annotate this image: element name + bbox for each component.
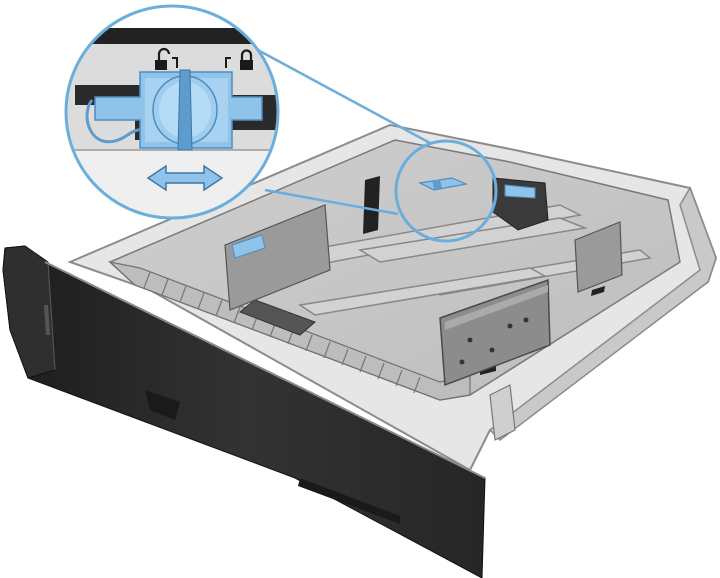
lock-slider[interactable] (94, 69, 263, 151)
lock-slider-highlight (394, 139, 498, 243)
right-paper-guide[interactable] (439, 278, 551, 387)
guide-holes (459, 317, 529, 365)
double-arrow-icon (146, 164, 224, 192)
front-panel-top-edge (44, 261, 486, 479)
unlock-icon (155, 47, 178, 70)
tray-ribs (143, 271, 421, 394)
lock-icon (225, 49, 253, 70)
left-paper-guide[interactable] (224, 204, 331, 311)
tray-side-clip (489, 384, 516, 441)
right-back-guide[interactable] (574, 221, 623, 293)
tray-body (67, 123, 718, 472)
tray-pad (239, 299, 316, 336)
lock-detail-callout (64, 4, 280, 220)
tray-front-panel[interactable] (2, 245, 486, 578)
